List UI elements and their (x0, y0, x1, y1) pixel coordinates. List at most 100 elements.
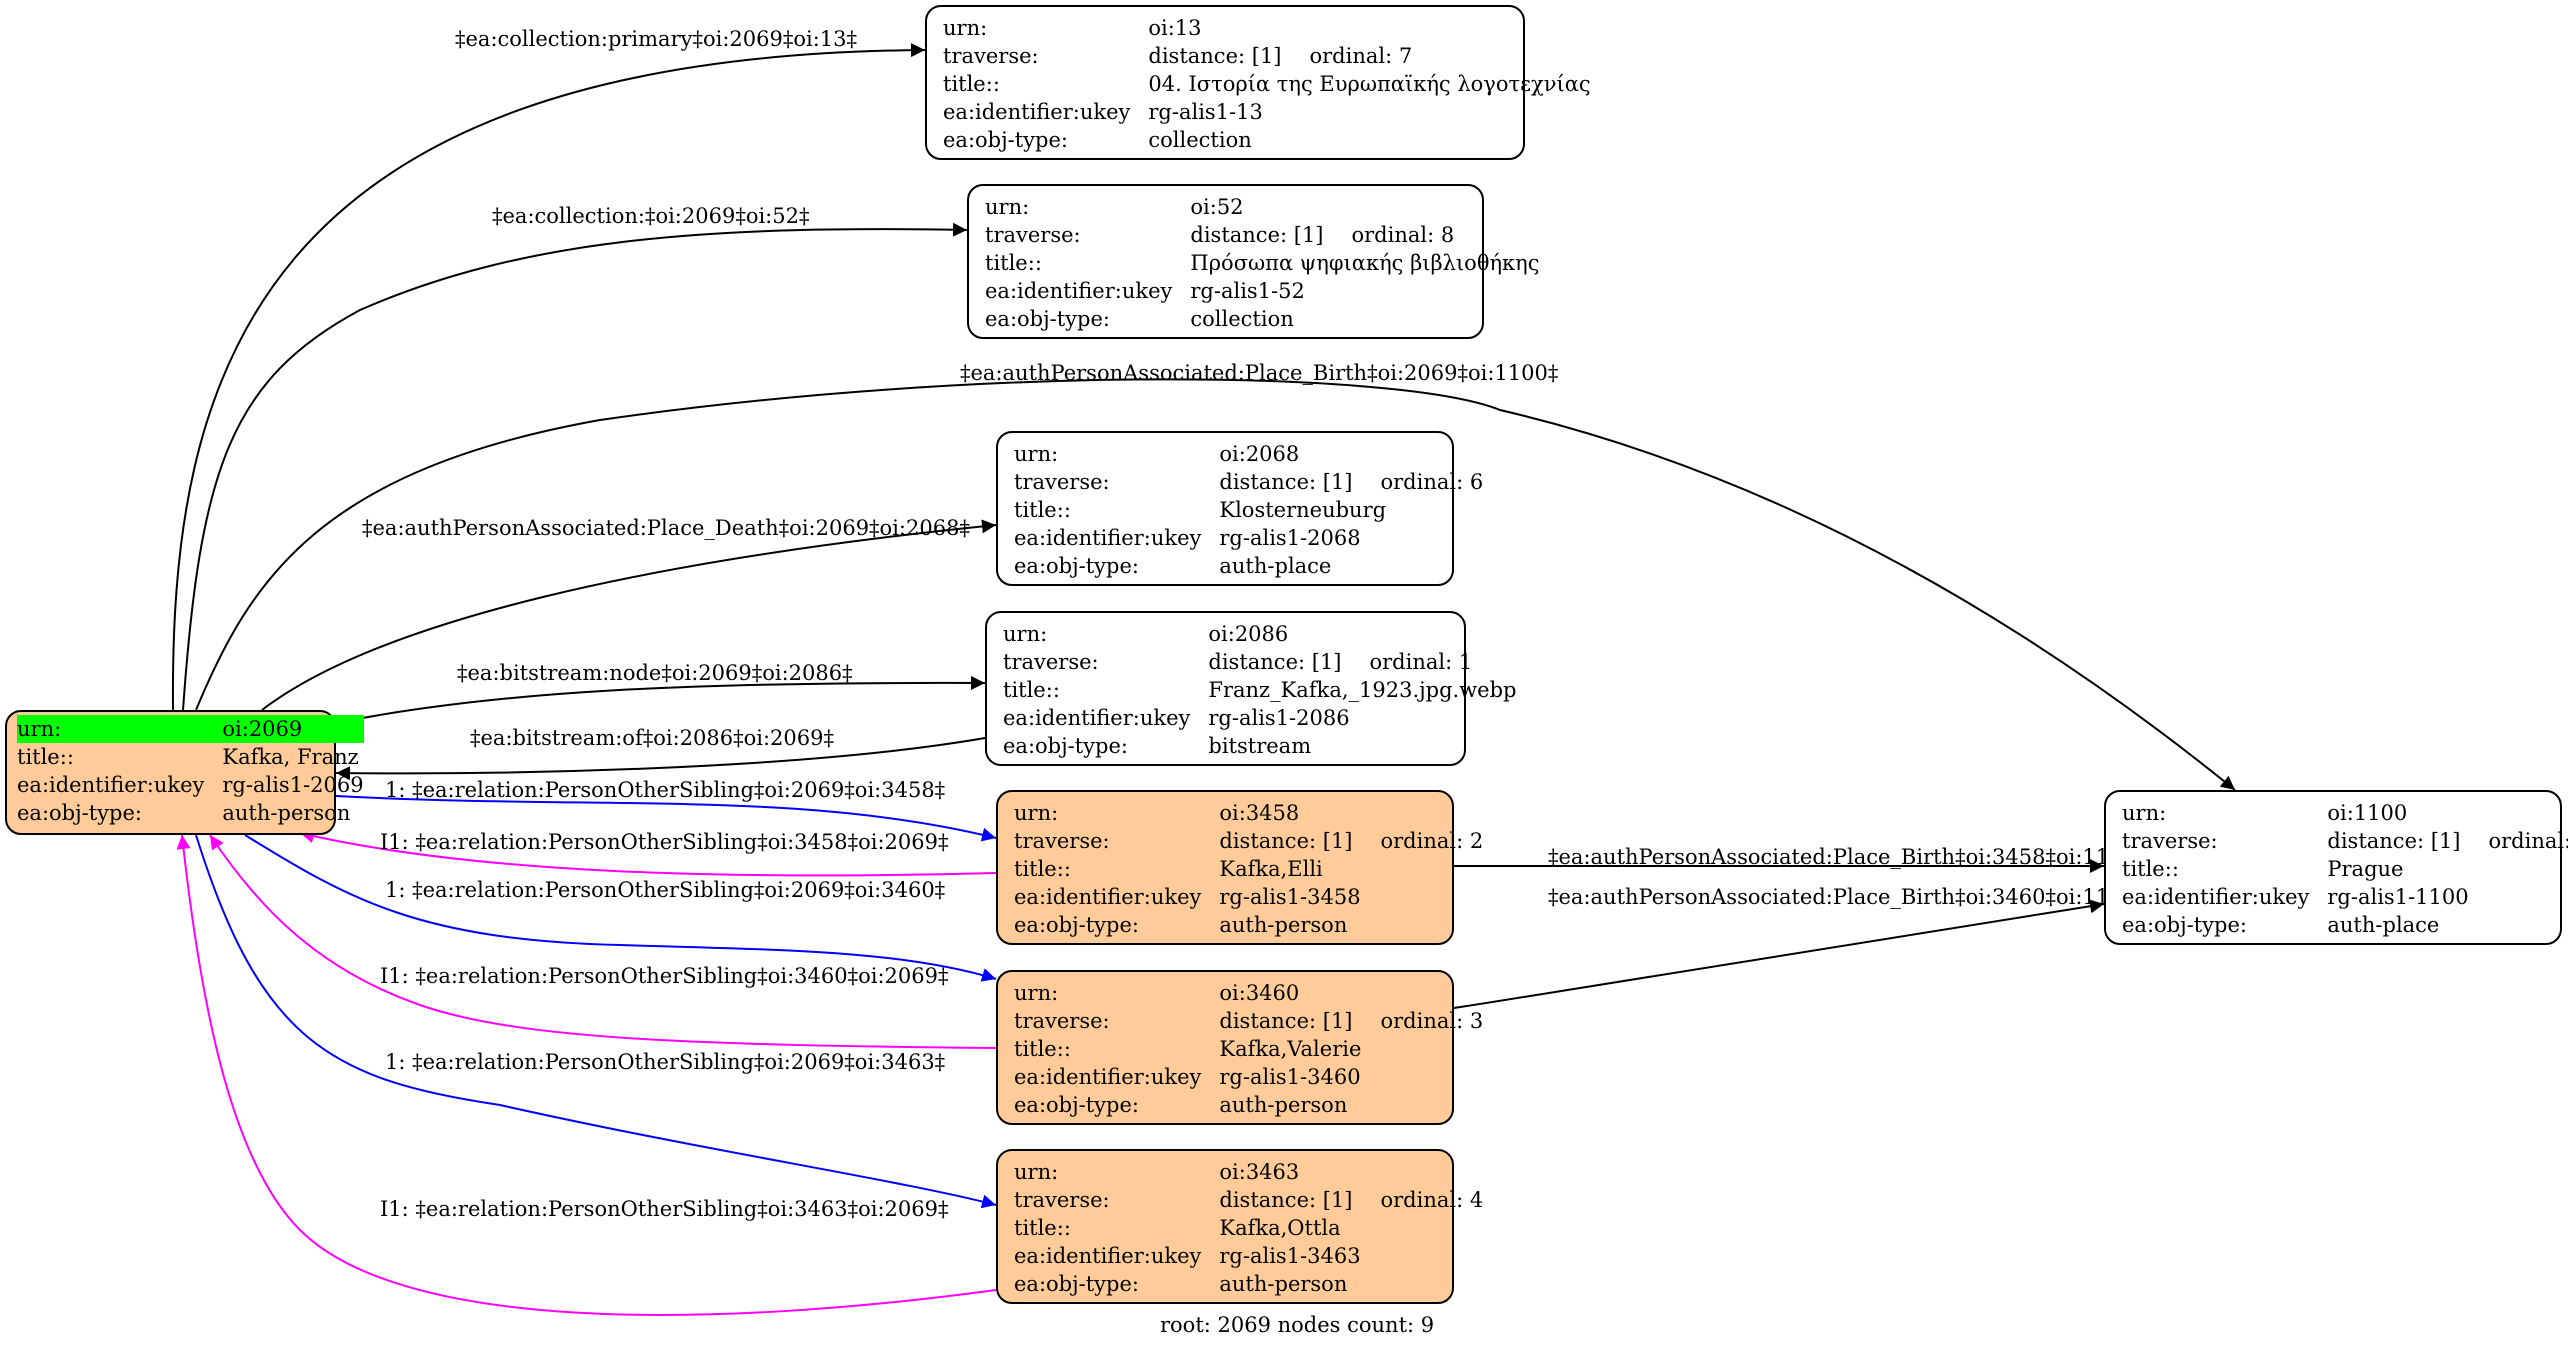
edge-sibling-3458 (335, 795, 997, 842)
node-root-2069[interactable]: urn:oi:2069 title::Kafka, Franz ea:ident… (5, 710, 364, 835)
node-field-value: Prague (2327, 857, 2404, 881)
node-oi-3458[interactable]: urn:oi:3458 traverse:distance: [1]ordina… (996, 790, 1483, 945)
node-oi-1100[interactable]: urn:oi:1100 traverse:distance: [1]ordina… (2104, 790, 2568, 945)
node-field-key: ea:obj-type: (985, 307, 1110, 331)
node-field-key: urn: (985, 195, 1030, 219)
node-field-key: ea:identifier:ukey (1003, 706, 1191, 730)
node-field-key: title:: (1014, 1216, 1071, 1240)
graph-footer: root: 2069 nodes count: 9 (1160, 1313, 1435, 1337)
node-field-key: ea:identifier:ukey (2122, 885, 2310, 909)
node-field-value: oi:13 (1148, 16, 1202, 40)
node-field-key: title:: (1014, 498, 1071, 522)
node-field-value: rg-alis1-3463 (1219, 1244, 1361, 1268)
node-field-key: urn: (943, 16, 988, 40)
edge-inverse-sibling-3458 (299, 829, 997, 877)
node-field-value: bitstream (1208, 734, 1312, 758)
node-field-value: auth-person (1219, 913, 1348, 937)
node-ordinal: ordinal: 1 (1369, 650, 1473, 674)
node-field-key: ea:identifier:ukey (1014, 1244, 1202, 1268)
node-field-key: traverse: (1014, 1009, 1110, 1033)
node-field-key: traverse: (2122, 829, 2218, 853)
node-oi-2086[interactable]: urn:oi:2086 traverse:distance: [1]ordina… (985, 611, 1517, 766)
node-field-value: oi:1100 (2327, 801, 2408, 825)
node-field-key: ea:obj-type: (1014, 913, 1139, 937)
edge-sibling-3460 (244, 834, 997, 982)
edge-label-collection: ‡ea:collection:‡oi:2069‡oi:52‡ (492, 204, 810, 228)
node-field-key: ea:obj-type: (1014, 554, 1139, 578)
node-field-value: distance: [1] (1208, 650, 1342, 674)
node-field-value: rg-alis1-2068 (1219, 526, 1361, 550)
node-ordinal: ordinal: 3 (1380, 1009, 1484, 1033)
edge-label-sibling-3463: 1: ‡ea:relation:PersonOtherSibling‡oi:20… (385, 1050, 946, 1074)
node-field-value: rg-alis1-52 (1190, 279, 1305, 303)
edge-label-sibling-3460: 1: ‡ea:relation:PersonOtherSibling‡oi:20… (385, 878, 946, 902)
node-field-key: urn: (1014, 442, 1059, 466)
node-ordinal: ordinal: 6 (1380, 470, 1484, 494)
node-field-value: distance: [1] (1219, 1009, 1353, 1033)
node-field-key: ea:obj-type: (1003, 734, 1128, 758)
node-field-value: Franz_Kafka,_1923.jpg.webp (1208, 678, 1517, 702)
node-field-value: auth-place (2327, 913, 2440, 937)
node-field-key: ea:obj-type: (1014, 1272, 1139, 1296)
node-oi-13[interactable]: urn:oi:13 traverse:distance: [1]ordinal:… (925, 5, 1591, 160)
node-field-key: title:: (943, 72, 1000, 96)
node-field-value: rg-alis1-1100 (2327, 885, 2469, 909)
node-field-value: 04. Ιστορία της Ευρωπαϊκής λογοτεχνίας (1148, 72, 1591, 96)
node-field-value: distance: [1] (2327, 829, 2461, 853)
node-oi-52[interactable]: urn:oi:52 traverse:distance: [1]ordinal:… (967, 184, 1540, 339)
edge-label-inverse-sibling-3458: I1: ‡ea:relation:PersonOtherSibling‡oi:3… (380, 830, 949, 854)
node-field-key: ea:identifier:ukey (1014, 885, 1202, 909)
node-field-key: title:: (1014, 1037, 1071, 1061)
edge-label-inverse-sibling-3460: I1: ‡ea:relation:PersonOtherSibling‡oi:3… (380, 964, 949, 988)
node-field-value: oi:3463 (1219, 1160, 1300, 1184)
node-field-value: Kafka,Elli (1219, 857, 1323, 881)
node-field-value: rg-alis1-2069 (222, 773, 364, 797)
node-field-key: urn: (1014, 981, 1059, 1005)
node-field-key: ea:obj-type: (943, 128, 1068, 152)
node-oi-3463[interactable]: urn:oi:3463 traverse:distance: [1]ordina… (996, 1149, 1483, 1304)
node-field-value: auth-person (1219, 1093, 1348, 1117)
edge-label-bitstream-node: ‡ea:bitstream:node‡oi:2069‡oi:2086‡ (457, 661, 853, 685)
node-field-key: ea:obj-type: (2122, 913, 2247, 937)
node-field-value: rg-alis1-13 (1148, 100, 1263, 124)
node-field-key: title:: (1014, 857, 1071, 881)
node-field-key: title:: (2122, 857, 2179, 881)
node-field-value: rg-alis1-2086 (1208, 706, 1350, 730)
node-field-key: traverse: (1003, 650, 1099, 674)
node-ordinal: ordinal: 4 (1380, 1188, 1484, 1212)
node-oi-3460[interactable]: urn: oi:3460 traverse: distance: [1] ordina… (996, 970, 1483, 1125)
node-field-key: ea:obj-type: (1014, 1093, 1139, 1117)
node-field-value: auth-person (222, 801, 351, 825)
node-oi-2068[interactable]: urn:oi:2068 traverse:distance: [1]ordina… (996, 431, 1483, 586)
node-field-value: Kafka,Ottla (1219, 1216, 1341, 1240)
node-field-value: distance: [1] (1190, 223, 1324, 247)
node-field-key: ea:identifier:ukey (943, 100, 1131, 124)
edge-label-inverse-sibling-3463: I1: ‡ea:relation:PersonOtherSibling‡oi:3… (380, 1197, 949, 1221)
node-ordinal: ordinal: 7 (1309, 44, 1413, 68)
edge-label-place-birth-3458: ‡ea:authPersonAssociated:Place_Birth‡oi:… (1548, 845, 2147, 869)
node-field-value: rg-alis1-3458 (1219, 885, 1361, 909)
node-field-key: title:: (17, 745, 74, 769)
edge-label-collection-primary: ‡ea:collection:primary‡oi:2069‡oi:13‡ (455, 27, 858, 51)
node-field-key: urn: (1014, 1160, 1059, 1184)
node-ordinal: ordinal: 2 (1380, 829, 1484, 853)
edge-label-bitstream-of: ‡ea:bitstream:of‡oi:2086‡oi:2069‡ (470, 726, 834, 750)
node-field-value: oi:2068 (1219, 442, 1300, 466)
edge-bitstream-node (335, 675, 986, 724)
node-field-value: distance: [1] (1219, 829, 1353, 853)
node-field-key: ea:identifier:ukey (1014, 526, 1202, 550)
node-field-key: urn: (2122, 801, 2167, 825)
edge-collection (182, 222, 968, 711)
edge-label-place-birth-3460: ‡ea:authPersonAssociated:Place_Birth‡oi:… (1548, 885, 2147, 909)
node-field-value: oi:2086 (1208, 622, 1289, 646)
node-field-key: traverse: (1014, 829, 1110, 853)
node-ordinal: ordinal: 8 (1351, 223, 1455, 247)
edge-inverse-sibling-3463 (176, 834, 997, 1316)
node-field-value: oi:3460 (1219, 981, 1300, 1005)
edge-inverse-sibling-3460 (209, 834, 997, 1049)
edge-place-death (261, 519, 997, 711)
node-field-key: ea:identifier:ukey (1014, 1065, 1202, 1089)
node-field-value: rg-alis1-3460 (1219, 1065, 1361, 1089)
node-field-key: title:: (1003, 678, 1060, 702)
